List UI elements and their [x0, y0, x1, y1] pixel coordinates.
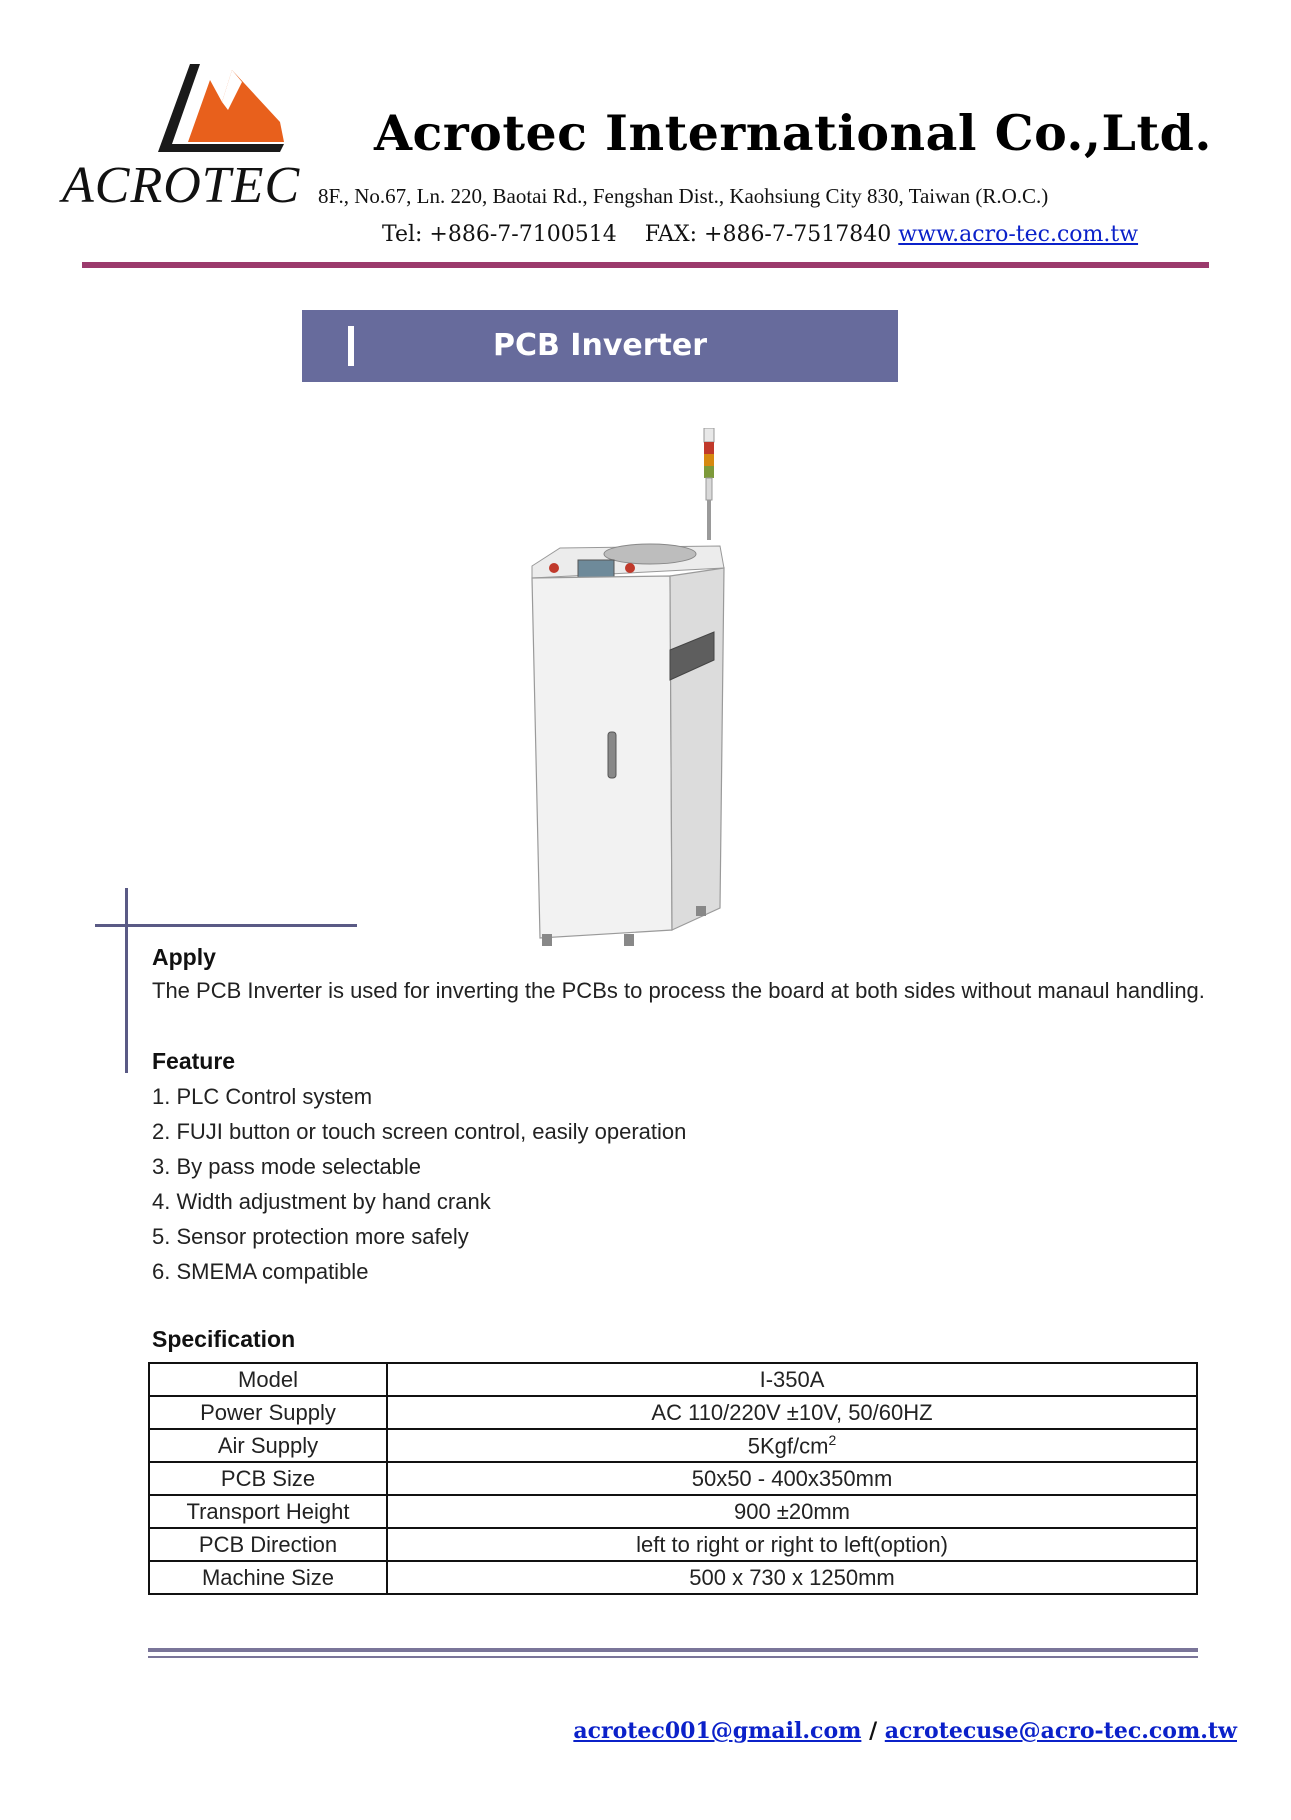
company-address: 8F., No.67, Ln. 220, Baotai Rd., Fengsha… [318, 184, 1049, 208]
page-title: PCB Inverter [492, 328, 707, 363]
feature-item: 1. PLC Control system [152, 1084, 373, 1109]
telephone: Tel: +886-7-7100514 [382, 222, 617, 247]
spec-label: PCB Size [148, 1461, 388, 1496]
website-link[interactable]: www.acro-tec.com.tw [898, 222, 1139, 247]
spec-value-superscript: 2 [828, 1431, 837, 1448]
table-row: PCB Direction left to right or right to … [148, 1527, 1198, 1562]
spec-label: PCB Direction [148, 1527, 388, 1562]
section-frame-horizontal [95, 924, 357, 927]
section-frame-vertical [125, 888, 128, 1073]
company-name: Acrotec International Co.,Ltd. [374, 104, 1212, 162]
spec-label: Model [148, 1362, 388, 1397]
spec-value: 900 ±20mm [386, 1494, 1198, 1529]
spec-label: Power Supply [148, 1395, 388, 1430]
table-row: Air Supply 5Kgf/cm2 [148, 1428, 1198, 1463]
spec-label: Machine Size [148, 1560, 388, 1595]
title-banner: PCB Inverter [302, 310, 898, 382]
specification-heading: Specification [152, 1326, 296, 1352]
feature-item: 4. Width adjustment by hand crank [152, 1189, 491, 1214]
spec-value: 50x50 - 400x350mm [386, 1461, 1198, 1496]
feature-heading: Feature [152, 1048, 236, 1074]
footer-divider-thin [148, 1656, 1198, 1658]
fax: FAX: +886-7-7517840 [644, 222, 892, 247]
spec-value: 500 x 730 x 1250mm [386, 1560, 1198, 1595]
email-separator: / [869, 1718, 878, 1744]
spec-value: AC 110/220V ±10V, 50/60HZ [386, 1395, 1198, 1430]
company-logo: ACROTEC [60, 58, 320, 218]
contact-line: Tel: +886-7-7100514 FAX: +886-7-7517840 w… [382, 222, 1138, 247]
feature-item: 5. Sensor protection more safely [152, 1224, 469, 1249]
specification-table: Model I-350A Power Supply AC 110/220V ±1… [148, 1362, 1198, 1595]
table-row: Transport Height 900 ±20mm [148, 1494, 1198, 1529]
title-accent-bar [348, 326, 354, 366]
table-row: PCB Size 50x50 - 400x350mm [148, 1461, 1198, 1496]
header-divider [82, 262, 1209, 268]
email-link-secondary[interactable]: acrotecuse@acro-tec.com.tw [884, 1718, 1237, 1744]
feature-item: 3. By pass mode selectable [152, 1154, 422, 1179]
email-link-primary[interactable]: acrotec001@gmail.com [573, 1718, 862, 1744]
footer-divider-thick [148, 1648, 1198, 1652]
footer-emails: acrotec001@gmail.com / acrotecuse@acro-t… [573, 1718, 1237, 1744]
logo-wordmark: ACROTEC [62, 157, 301, 214]
table-row: Machine Size 500 x 730 x 1250mm [148, 1560, 1198, 1595]
apply-text: The PCB Inverter is used for inverting t… [152, 978, 1205, 1003]
spec-value: I-350A [386, 1362, 1198, 1397]
logo-mountain-icon [158, 64, 284, 152]
pcb-inverter-machine-image [531, 428, 725, 946]
table-row: Model I-350A [148, 1362, 1198, 1397]
feature-item: 2. FUJI button or touch screen control, … [152, 1119, 687, 1144]
spec-label: Transport Height [148, 1494, 388, 1529]
spec-label: Air Supply [148, 1428, 388, 1463]
table-row: Power Supply AC 110/220V ±10V, 50/60HZ [148, 1395, 1198, 1430]
spec-value: 5Kgf/cm2 [386, 1428, 1198, 1463]
spec-value: left to right or right to left(option) [386, 1527, 1198, 1562]
spec-value-text: 5Kgf/cm [747, 1433, 829, 1459]
apply-heading: Apply [152, 944, 216, 970]
feature-item: 6. SMEMA compatible [152, 1259, 369, 1284]
